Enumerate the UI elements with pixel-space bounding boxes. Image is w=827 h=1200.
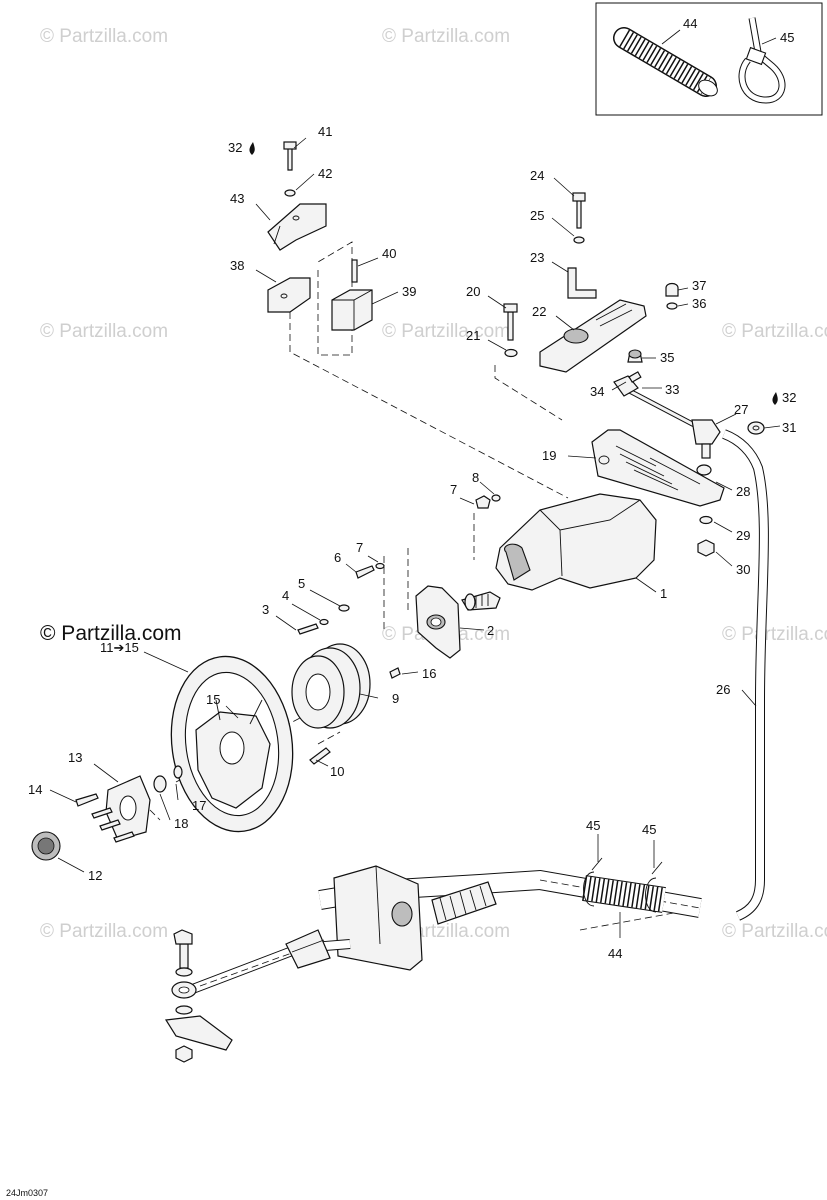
callout-21: 21: [466, 328, 480, 343]
lower-cable-assembly: 45 45 44: [164, 818, 702, 1063]
callout-37: 37: [692, 278, 706, 293]
callout-32: 32: [228, 140, 242, 155]
upper-bracket-assembly: 41 32 42 43: [228, 124, 332, 251]
callout-29: 29: [736, 528, 750, 543]
spiral-wrap-part: [613, 27, 718, 97]
callout-5: 5: [298, 576, 305, 591]
callout-24: 24: [530, 168, 544, 183]
callout-7: 7: [356, 540, 363, 555]
callout-41: 41: [318, 124, 332, 139]
steering-lever-assembly: 19 28 29 30: [542, 429, 750, 577]
callout-12: 12: [88, 868, 102, 883]
watermark: © Partzilla.com: [40, 321, 168, 342]
column-bracket-assembly: 7 8 7 6 5 4 3 2: [262, 470, 501, 659]
callout-44: 44: [608, 946, 622, 961]
watermark: © Partzilla.com: [722, 321, 827, 342]
callout-18: 18: [174, 816, 188, 831]
callout-39: 39: [402, 284, 416, 299]
callout-20: 20: [466, 284, 480, 299]
steering-hub-assembly: 16 9 10: [291, 643, 436, 779]
callout-30: 30: [736, 562, 750, 577]
wheel-adapter-hardware: 13 14 17 18 12: [28, 750, 206, 883]
callout-45: 45: [586, 818, 600, 833]
callout-22: 22: [532, 304, 546, 319]
watermark: © Partzilla.com: [382, 321, 510, 342]
callout-28: 28: [736, 484, 750, 499]
watermark-main: © Partzilla.com: [40, 622, 182, 645]
callout-23: 23: [530, 250, 544, 265]
callout-36: 36: [692, 296, 706, 311]
steering-cable: 26: [716, 429, 769, 921]
callout-13: 13: [68, 750, 82, 765]
callout-2: 2: [487, 623, 494, 638]
watermark: © Partzilla.com: [722, 624, 827, 645]
watermark: © Partzilla.com: [40, 921, 168, 942]
accessory-inset-box: 44 45: [595, 2, 823, 116]
callout-33: 33: [665, 382, 679, 397]
callout-31: 31: [782, 420, 796, 435]
callout-25: 25: [530, 208, 544, 223]
callout-45: 45: [780, 30, 794, 45]
callout-3: 3: [262, 602, 269, 617]
callout-9: 9: [392, 691, 399, 706]
callout-38: 38: [230, 258, 244, 273]
callout-10: 10: [330, 764, 344, 779]
pivot-plate-assembly: 24 25 23 20 22 21 35 37 36: [466, 168, 706, 373]
callout-7: 7: [450, 482, 457, 497]
drawing-code: 24Jm0307: [6, 1188, 48, 1198]
callout-43: 43: [230, 191, 244, 206]
callout-4: 4: [282, 588, 289, 603]
watermark: © Partzilla.com: [40, 26, 168, 47]
callout-40: 40: [382, 246, 396, 261]
callout-15: 15: [206, 692, 220, 707]
callout-1: 1: [660, 586, 667, 601]
steering-column-housing: 1: [461, 493, 667, 611]
callout-42: 42: [318, 166, 332, 181]
callout-6: 6: [334, 550, 341, 565]
watermark: © Partzilla.com: [382, 26, 510, 47]
callout-19: 19: [542, 448, 556, 463]
callout-35: 35: [660, 350, 674, 365]
callout-34: 34: [590, 384, 604, 399]
linkage-rod-assembly: 33 34 27 31 32: [590, 371, 796, 459]
drop-icon: [772, 392, 778, 405]
steering-wheel: 11➔15 15: [100, 640, 294, 833]
callout-32: 32: [782, 390, 796, 405]
callout-26: 26: [716, 682, 730, 697]
callout-11-15: 11➔15: [100, 640, 139, 655]
callout-8: 8: [472, 470, 479, 485]
callout-14: 14: [28, 782, 42, 797]
callout-17: 17: [192, 798, 206, 813]
callout-16: 16: [422, 666, 436, 681]
watermark: © Partzilla.com: [722, 921, 827, 942]
cable-tie-part: [738, 17, 786, 104]
callout-45: 45: [642, 822, 656, 837]
callout-27: 27: [734, 402, 748, 417]
callout-44: 44: [683, 16, 697, 31]
mount-block-assembly: 38 40 39: [230, 246, 416, 331]
drop-icon: [249, 142, 255, 155]
